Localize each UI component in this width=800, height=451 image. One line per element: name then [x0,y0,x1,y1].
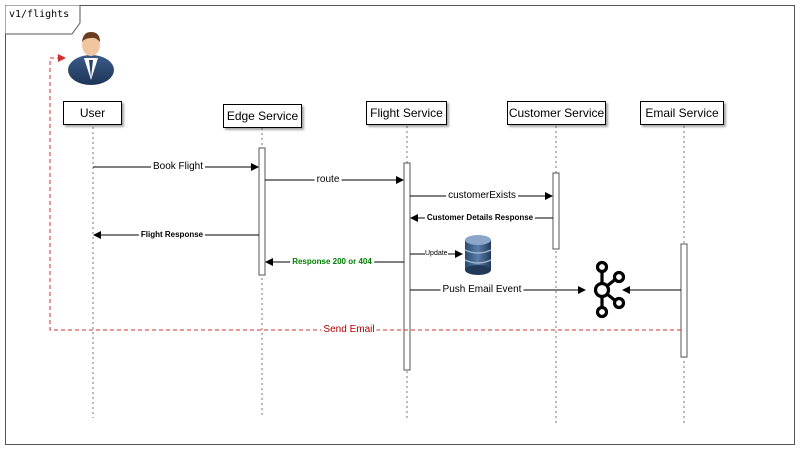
message-label-customer-exists: customerExists [446,190,518,202]
activation-email [680,243,688,358]
message-label-send-email: Send Email [321,324,377,336]
message-label-response-200-404: Response 200 or 404 [290,256,374,268]
message-label-customer-details-response: Customer Details Response [424,212,536,224]
frame-tab [5,5,81,35]
participant-user: User [63,101,122,125]
participant-email-service: Email Service [640,101,724,125]
kafka-icon [593,260,626,319]
participant-edge-service: Edge Service [223,104,302,128]
diagram-frame [5,5,795,445]
participant-flight-service: Flight Service [366,101,447,125]
message-label-book-flight: Book Flight [150,161,206,173]
user-icon [68,32,114,85]
arrow-send-email [49,54,681,331]
activation-customer [552,172,560,250]
message-label-push-email-event: Push Email Event [440,284,524,296]
database-icon [464,235,492,275]
message-label-update: Update [425,248,448,260]
activation-flight [403,162,411,371]
participant-customer-service: Customer Service [507,101,606,125]
message-label-flight-response: Flight Response [138,229,206,241]
frame-label: v1/flights [9,9,70,20]
activation-edge [258,147,266,276]
message-label-route: route [314,174,342,186]
